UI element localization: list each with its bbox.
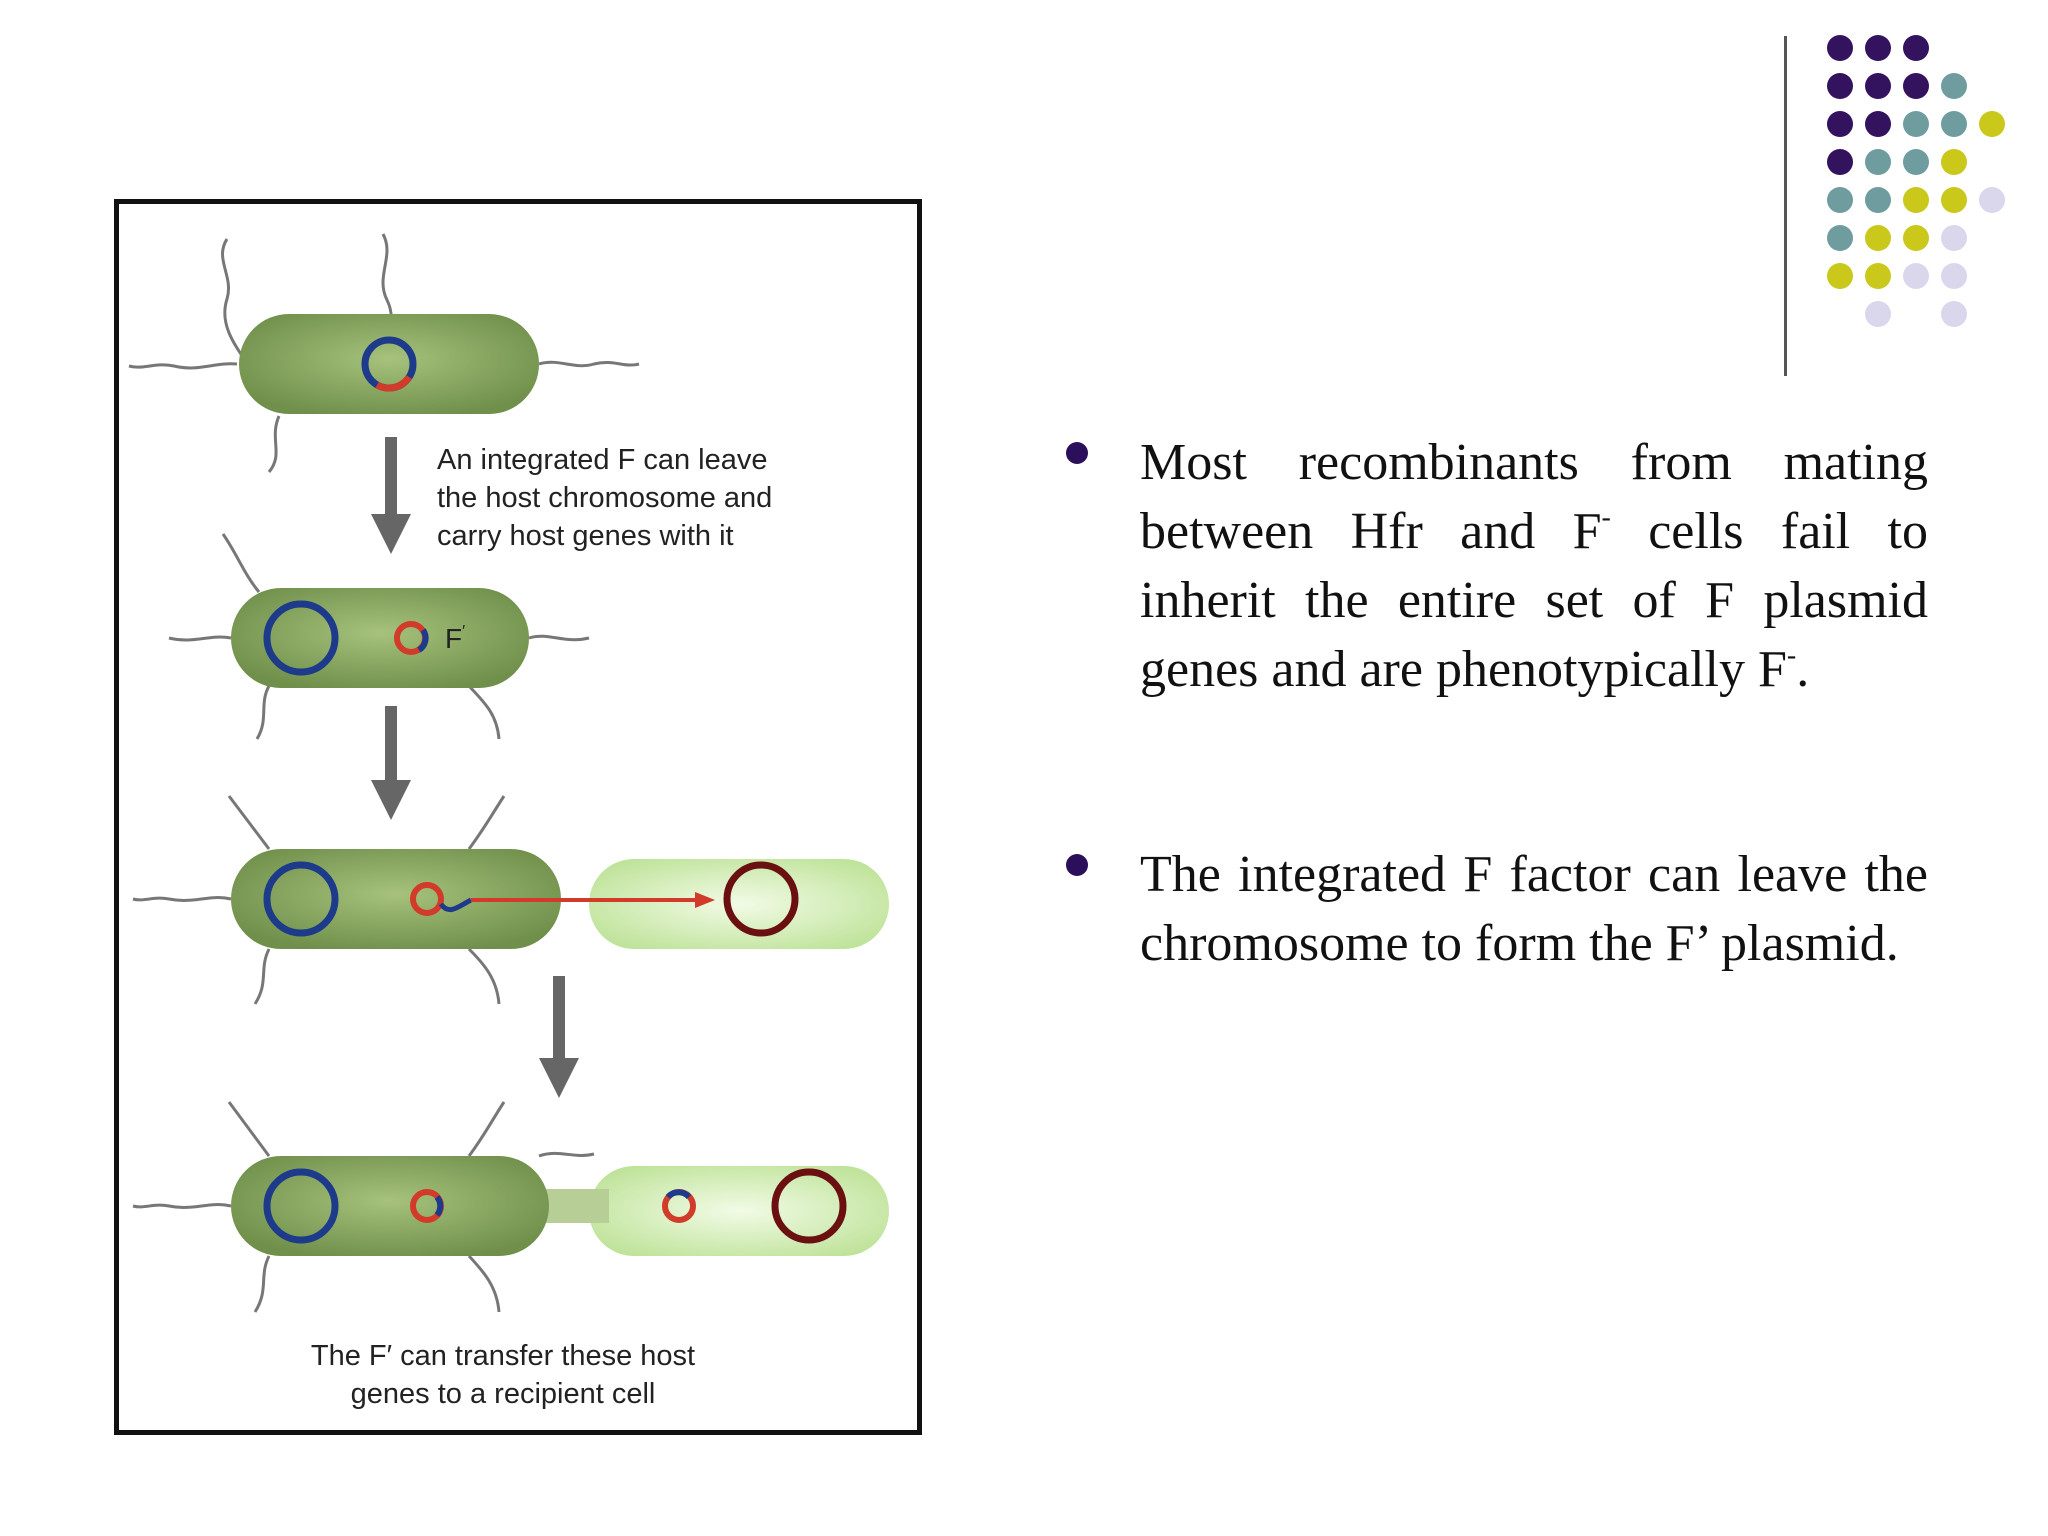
caption-top-line-1: An integrated F can leave	[437, 444, 767, 476]
integrated-f-segment	[375, 374, 412, 392]
caption-bottom-line-1: The F′ can transfer these host	[311, 1340, 695, 1372]
decorative-dot	[1941, 225, 1967, 251]
decorative-dot	[1827, 35, 1853, 61]
decorative-dot	[1941, 73, 1967, 99]
decorative-dot	[1979, 187, 2005, 213]
cell-stage-3	[132, 795, 889, 1005]
decorative-dot	[1941, 149, 1967, 175]
f-prime-plasmid	[410, 882, 444, 916]
bullet-text-2: The integrated F factor can leave the ch…	[1140, 846, 1928, 972]
decorative-dot	[1903, 111, 1929, 137]
down-arrow-2	[371, 706, 411, 820]
decorative-dot	[1827, 149, 1853, 175]
chromosome-circle	[263, 1168, 339, 1244]
bullet-dot-icon	[1066, 442, 1088, 464]
cell-stage-4	[132, 1101, 889, 1313]
down-arrow-3	[539, 976, 579, 1098]
donor-cell	[231, 1156, 549, 1256]
decorative-dot	[1903, 149, 1929, 175]
decorative-dot	[1941, 263, 1967, 289]
recipient-chromosome	[771, 1168, 847, 1244]
decorative-dot	[1865, 263, 1891, 289]
decorative-dot	[1827, 73, 1853, 99]
decorative-dot	[1865, 73, 1891, 99]
f-prime-label: F′	[445, 623, 465, 654]
decorative-dot	[1865, 225, 1891, 251]
decorative-dot	[1865, 187, 1891, 213]
donor-cell	[231, 849, 561, 949]
conjugation-diagram: An integrated F can leave the host chrom…	[114, 199, 922, 1435]
decorative-dot	[1827, 111, 1853, 137]
f-prime-cell	[231, 588, 529, 688]
decorative-dot	[1903, 187, 1929, 213]
caption-top-line-3: carry host genes with it	[437, 520, 734, 552]
decorative-dot	[1941, 301, 1967, 327]
decorative-dot	[1979, 111, 2005, 137]
decorative-dot	[1865, 149, 1891, 175]
decorative-dot	[1903, 225, 1929, 251]
decorative-dot	[1903, 73, 1929, 99]
caption-bottom-line-2: genes to a recipient cell	[351, 1378, 656, 1410]
decorative-dot	[1865, 301, 1891, 327]
bullet-item-1: Most recombinants from mating between Hf…	[1060, 428, 1928, 704]
decorative-dot	[1903, 35, 1929, 61]
decorative-dot	[1941, 187, 1967, 213]
decorative-dot	[1827, 187, 1853, 213]
caption-top-line-2: the host chromosome and	[437, 482, 772, 514]
chromosome-circle	[263, 600, 339, 676]
decorative-dot	[1827, 225, 1853, 251]
decorative-divider-line	[1784, 36, 1787, 376]
down-arrow-1	[371, 437, 411, 554]
diagram-canvas: An integrated F can leave the host chrom…	[128, 233, 889, 1410]
decorative-dot	[1903, 263, 1929, 289]
decorative-dot	[1865, 111, 1891, 137]
bullet-list: Most recombinants from mating between Hf…	[1060, 428, 1928, 978]
recipient-chromosome	[723, 861, 799, 937]
decorative-dot	[1827, 263, 1853, 289]
decorative-dot	[1941, 111, 1967, 137]
recipient-cell	[589, 1166, 889, 1256]
decorative-dot	[1865, 35, 1891, 61]
cell-stage-2: F′	[168, 533, 590, 740]
cell-stage-1	[128, 233, 640, 473]
recipient-cell	[589, 859, 889, 949]
donor-cell	[239, 314, 539, 414]
chromosome-circle	[263, 861, 339, 937]
bullet-item-2: The integrated F factor can leave the ch…	[1060, 840, 1928, 978]
bullet-dot-icon	[1066, 854, 1088, 876]
bullet-text-1: Most recombinants from mating between Hf…	[1140, 434, 1928, 698]
